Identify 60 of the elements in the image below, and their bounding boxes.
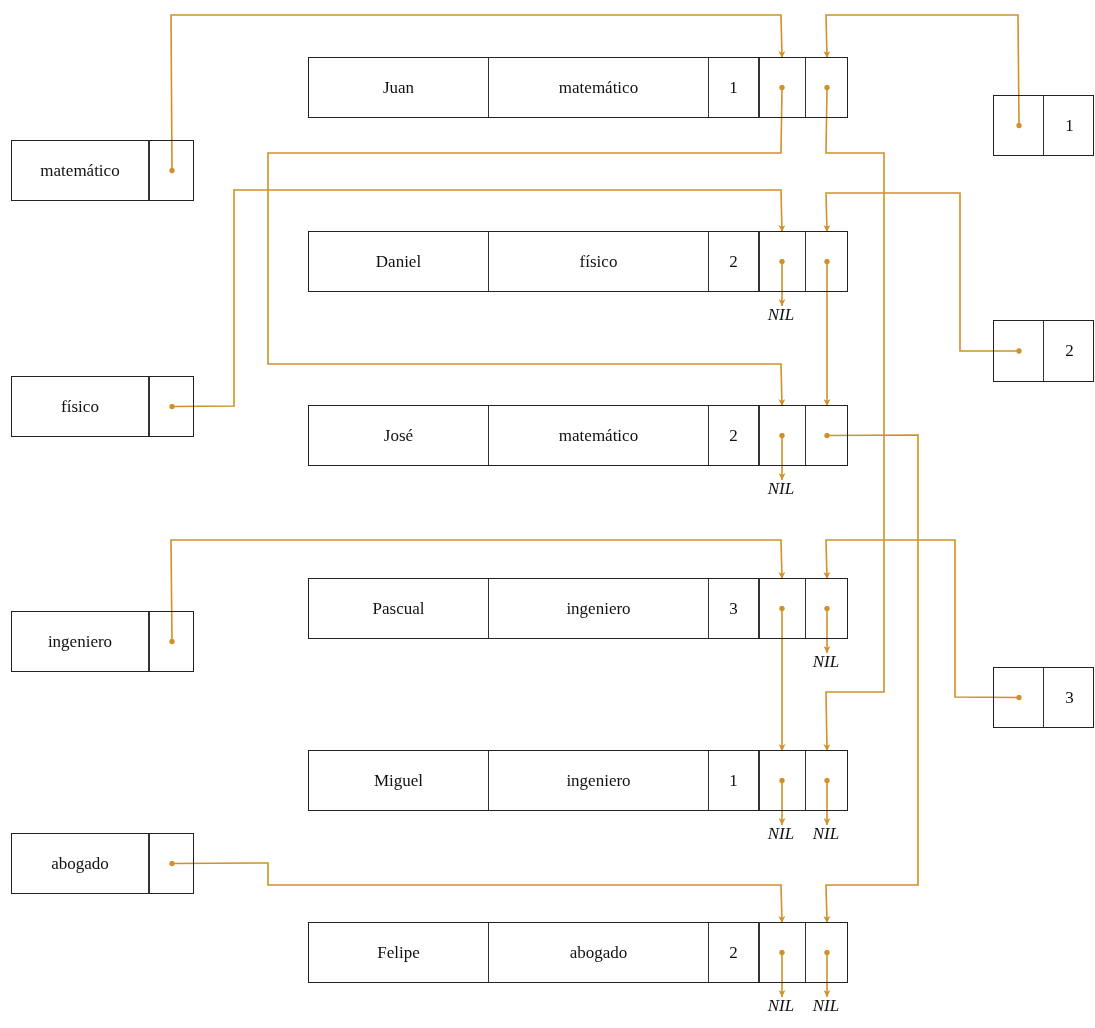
pointer-arrow <box>778 258 786 307</box>
record-field: ingeniero <box>489 751 709 810</box>
nil-label: NIL <box>801 653 851 671</box>
list-head-box <box>11 611 194 672</box>
list-head-box <box>11 140 194 201</box>
record-field: matemático <box>489 406 709 465</box>
list-head-label: ingeniero <box>12 612 149 671</box>
record-field: físico <box>489 232 709 291</box>
record-box <box>308 922 848 983</box>
pointer-arrow <box>169 539 786 645</box>
record-box <box>308 750 848 811</box>
pointer-arrow <box>778 605 786 752</box>
record-field: Juan <box>309 58 489 117</box>
list-head-box <box>993 95 1094 156</box>
record-field: Felipe <box>309 923 489 982</box>
record-field: Pascual <box>309 579 489 638</box>
list-head-box <box>993 667 1094 728</box>
pointer-arrow <box>823 539 1022 701</box>
record-field: 2 <box>709 923 759 982</box>
pointer-arrow <box>778 949 786 998</box>
pointer-arrow <box>823 777 831 826</box>
record-box <box>308 231 848 292</box>
list-head-box <box>993 320 1094 382</box>
list-head-label: físico <box>12 377 149 436</box>
pointer-arrow <box>823 84 885 752</box>
record-field: Daniel <box>309 232 489 291</box>
record-field: José <box>309 406 489 465</box>
count-value: 2 <box>1064 340 1075 362</box>
list-head-label: matemático <box>12 141 149 200</box>
record-field: 1 <box>709 58 759 117</box>
list-head-box <box>11 833 194 894</box>
pointer-arrow <box>778 777 786 826</box>
pointer-arrow <box>778 432 786 481</box>
record-field: abogado <box>489 923 709 982</box>
pointer-arrow <box>169 189 786 410</box>
count-value: 3 <box>1064 686 1075 709</box>
record-box <box>308 405 848 466</box>
pointer-arrow <box>823 258 831 407</box>
record-field: ingeniero <box>489 579 709 638</box>
list-head-box <box>11 376 194 437</box>
pointer-arrow <box>169 860 786 924</box>
record-box <box>308 57 848 118</box>
nil-label: NIL <box>756 480 806 498</box>
record-field: 2 <box>709 406 759 465</box>
pointer-arrow <box>823 432 919 924</box>
nil-label: NIL <box>756 306 806 324</box>
pointer-arrow <box>267 84 786 407</box>
record-field: Miguel <box>309 751 489 810</box>
pointer-arrow <box>823 192 1022 354</box>
pointer-arrow <box>823 605 831 654</box>
record-field: 3 <box>709 579 759 638</box>
pointer-arrow <box>169 14 786 174</box>
record-field: matemático <box>489 58 709 117</box>
count-value: 1 <box>1064 114 1075 137</box>
list-head-label: abogado <box>12 834 149 893</box>
record-field: 2 <box>709 232 759 291</box>
record-field: 1 <box>709 751 759 810</box>
pointer-arrow <box>823 14 1022 129</box>
pointer-arrow <box>823 949 831 998</box>
record-box <box>308 578 848 639</box>
